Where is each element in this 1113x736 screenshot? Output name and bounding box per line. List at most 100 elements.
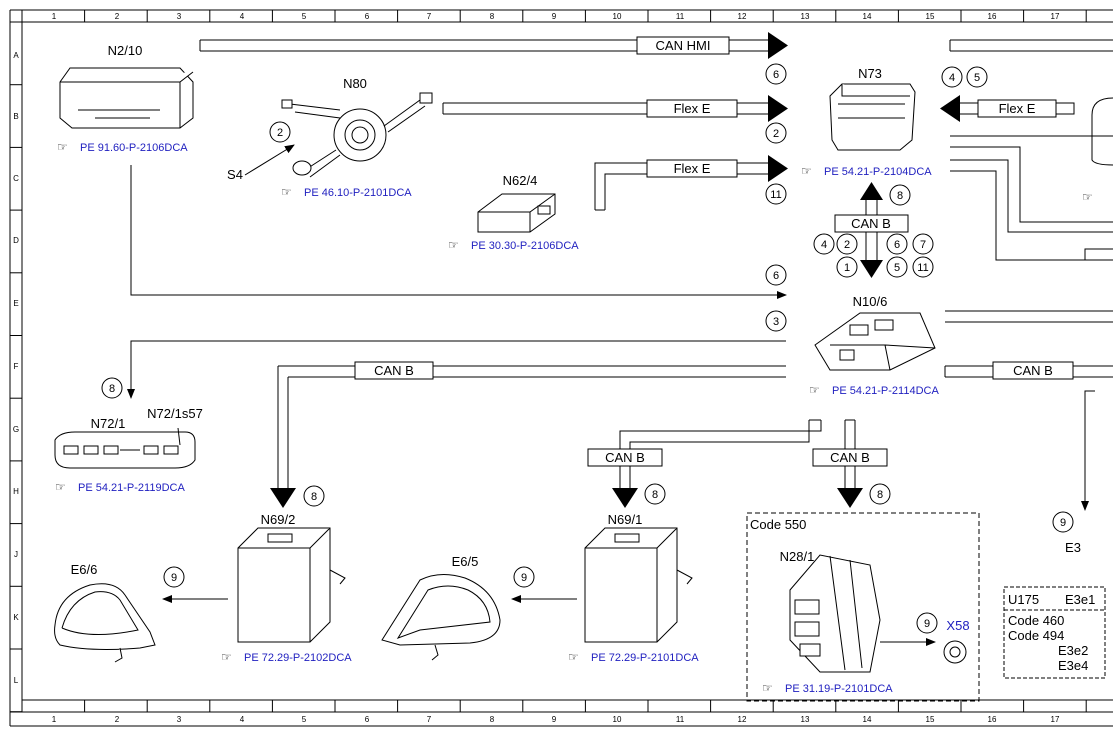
row-label: B xyxy=(13,112,18,121)
label-n2-10: N2/10 xyxy=(108,43,143,58)
label-n10-6: N10/6 xyxy=(853,294,888,309)
marker-9: 9 xyxy=(171,572,177,584)
code-e3e4: E3e4 xyxy=(1058,658,1088,673)
ref-link-n62-4[interactable]: ☞ PE 30.30-P-2106DCA xyxy=(448,238,579,252)
ref-text: PE 30.30-P-2106DCA xyxy=(471,240,579,252)
col-label: 13 xyxy=(801,12,810,21)
label-n72-1s57: N72/1s57 xyxy=(147,406,203,421)
row-label: E xyxy=(13,299,18,308)
n72-1s57-leader xyxy=(177,427,181,446)
marker-9: 9 xyxy=(1060,517,1066,529)
label-n80: N80 xyxy=(343,76,367,91)
col-label: 11 xyxy=(676,12,685,21)
row-ruler-left: A B C D E F G H J K L xyxy=(13,51,19,685)
col-label: 9 xyxy=(552,12,557,21)
ref-text: PE 91.60-P-2106DCA xyxy=(80,142,188,154)
row-label: K xyxy=(13,613,19,622)
row-label: L xyxy=(14,676,19,685)
pointing-hand-icon: ☞ xyxy=(281,185,292,199)
col-label: 15 xyxy=(926,715,935,724)
code-494: Code 494 xyxy=(1008,628,1064,643)
marker-6: 6 xyxy=(773,270,779,282)
code-e3e1: E3e1 xyxy=(1065,592,1095,607)
bus-label-can-b-n28: CAN B xyxy=(830,450,870,465)
ref-text: PE 72.29-P-2102DCA xyxy=(244,652,352,664)
marker-6: 6 xyxy=(894,239,900,251)
col-label: 1 xyxy=(52,715,57,724)
col-label: 8 xyxy=(490,12,495,21)
marker-3: 3 xyxy=(773,316,779,328)
marker-2: 2 xyxy=(277,127,283,139)
row-label: F xyxy=(14,362,19,371)
marker-4: 4 xyxy=(949,72,955,84)
bus-arrowheads xyxy=(270,32,960,508)
col-label: 15 xyxy=(926,12,935,21)
col-label: 10 xyxy=(613,12,622,21)
marker-8: 8 xyxy=(877,489,883,501)
ref-text: PE 72.29-P-2101DCA xyxy=(591,652,699,664)
col-label: 7 xyxy=(427,12,432,21)
pointing-hand-icon: ☞ xyxy=(762,681,773,695)
pointing-hand-icon: ☞ xyxy=(221,650,232,664)
bus-label-can-b-n69-1: CAN B xyxy=(605,450,645,465)
label-code-550: Code 550 xyxy=(750,517,806,532)
bus-label-can-b-left: CAN B xyxy=(374,363,414,378)
marker-11: 11 xyxy=(770,189,781,201)
col-label: 16 xyxy=(988,12,997,21)
label-x58: X58 xyxy=(946,618,969,633)
code-550-box xyxy=(746,512,980,702)
ref-link-n10-6[interactable]: ☞ PE 54.21-P-2114DCA xyxy=(809,383,939,397)
col-label: 12 xyxy=(738,12,747,21)
col-label: 5 xyxy=(302,715,307,724)
n73-module-drawing xyxy=(829,83,916,151)
col-label: 17 xyxy=(1051,715,1060,724)
ref-link-n69-1[interactable]: ☞ PE 72.29-P-2101DCA xyxy=(568,650,699,664)
ref-text: PE 54.21-P-2104DCA xyxy=(824,166,932,178)
pointing-hand-icon: ☞ xyxy=(448,238,459,252)
ref-text: PE 54.21-P-2114DCA xyxy=(832,385,939,397)
col-label: 6 xyxy=(365,12,370,21)
col-label: 14 xyxy=(863,715,872,724)
ref-link-n2-10[interactable]: ☞ PE 91.60-P-2106DCA xyxy=(57,140,188,154)
col-label: 9 xyxy=(552,715,557,724)
marker-5: 5 xyxy=(974,72,980,84)
n28-1-module-drawing xyxy=(789,554,881,673)
ref-link-n73[interactable]: ☞ PE 54.21-P-2104DCA xyxy=(801,164,932,178)
col-label: 12 xyxy=(738,715,747,724)
row-label: C xyxy=(13,174,19,183)
marker-8: 8 xyxy=(652,489,658,501)
pointing-hand-icon: ☞ xyxy=(57,140,68,154)
marker-8: 8 xyxy=(897,190,903,202)
e6-5-mirror-drawing xyxy=(381,574,501,661)
pointing-hand-icon: ☞ xyxy=(809,383,820,397)
pointing-hand-icon: ☞ xyxy=(55,480,66,494)
col-label: 2 xyxy=(115,12,120,21)
col-label: 4 xyxy=(240,12,245,21)
ref-link-n69-2[interactable]: ☞ PE 72.29-P-2102DCA xyxy=(221,650,352,664)
col-label: 13 xyxy=(801,715,810,724)
col-label: 6 xyxy=(365,715,370,724)
n69-2-module-drawing xyxy=(237,527,346,643)
ref-link-n28-1[interactable]: ☞ PE 31.19-P-2101DCA xyxy=(762,681,893,695)
ref-link-n80[interactable]: ☞ PE 46.10-P-2101DCA xyxy=(281,185,412,199)
n2-10-module-drawing xyxy=(59,67,194,129)
pointing-hand-icon: ☞ xyxy=(568,650,579,664)
code-e3e2: E3e2 xyxy=(1058,643,1088,658)
marker-2: 2 xyxy=(844,239,850,251)
marker-2: 2 xyxy=(773,128,779,140)
ref-text: PE 54.21-P-2119DCA xyxy=(78,482,185,494)
code-460: Code 460 xyxy=(1008,613,1064,628)
n80-switch-drawing xyxy=(281,92,433,178)
x58-connector-drawing xyxy=(943,640,967,664)
label-e6-5: E6/5 xyxy=(452,554,479,569)
marker-11: 11 xyxy=(917,262,928,274)
label-e6-6: E6/6 xyxy=(71,562,98,577)
col-label: 8 xyxy=(490,715,495,724)
e6-6-mirror-drawing xyxy=(54,583,156,663)
row-label: A xyxy=(13,51,19,60)
bus-label-flex-e-n80: Flex E xyxy=(674,101,711,116)
n62-4-module-drawing xyxy=(477,193,556,233)
ref-link-n72-1[interactable]: ☞ PE 54.21-P-2119DCA xyxy=(55,480,185,494)
label-n69-2: N69/2 xyxy=(261,512,296,527)
marker-5: 5 xyxy=(894,262,900,274)
